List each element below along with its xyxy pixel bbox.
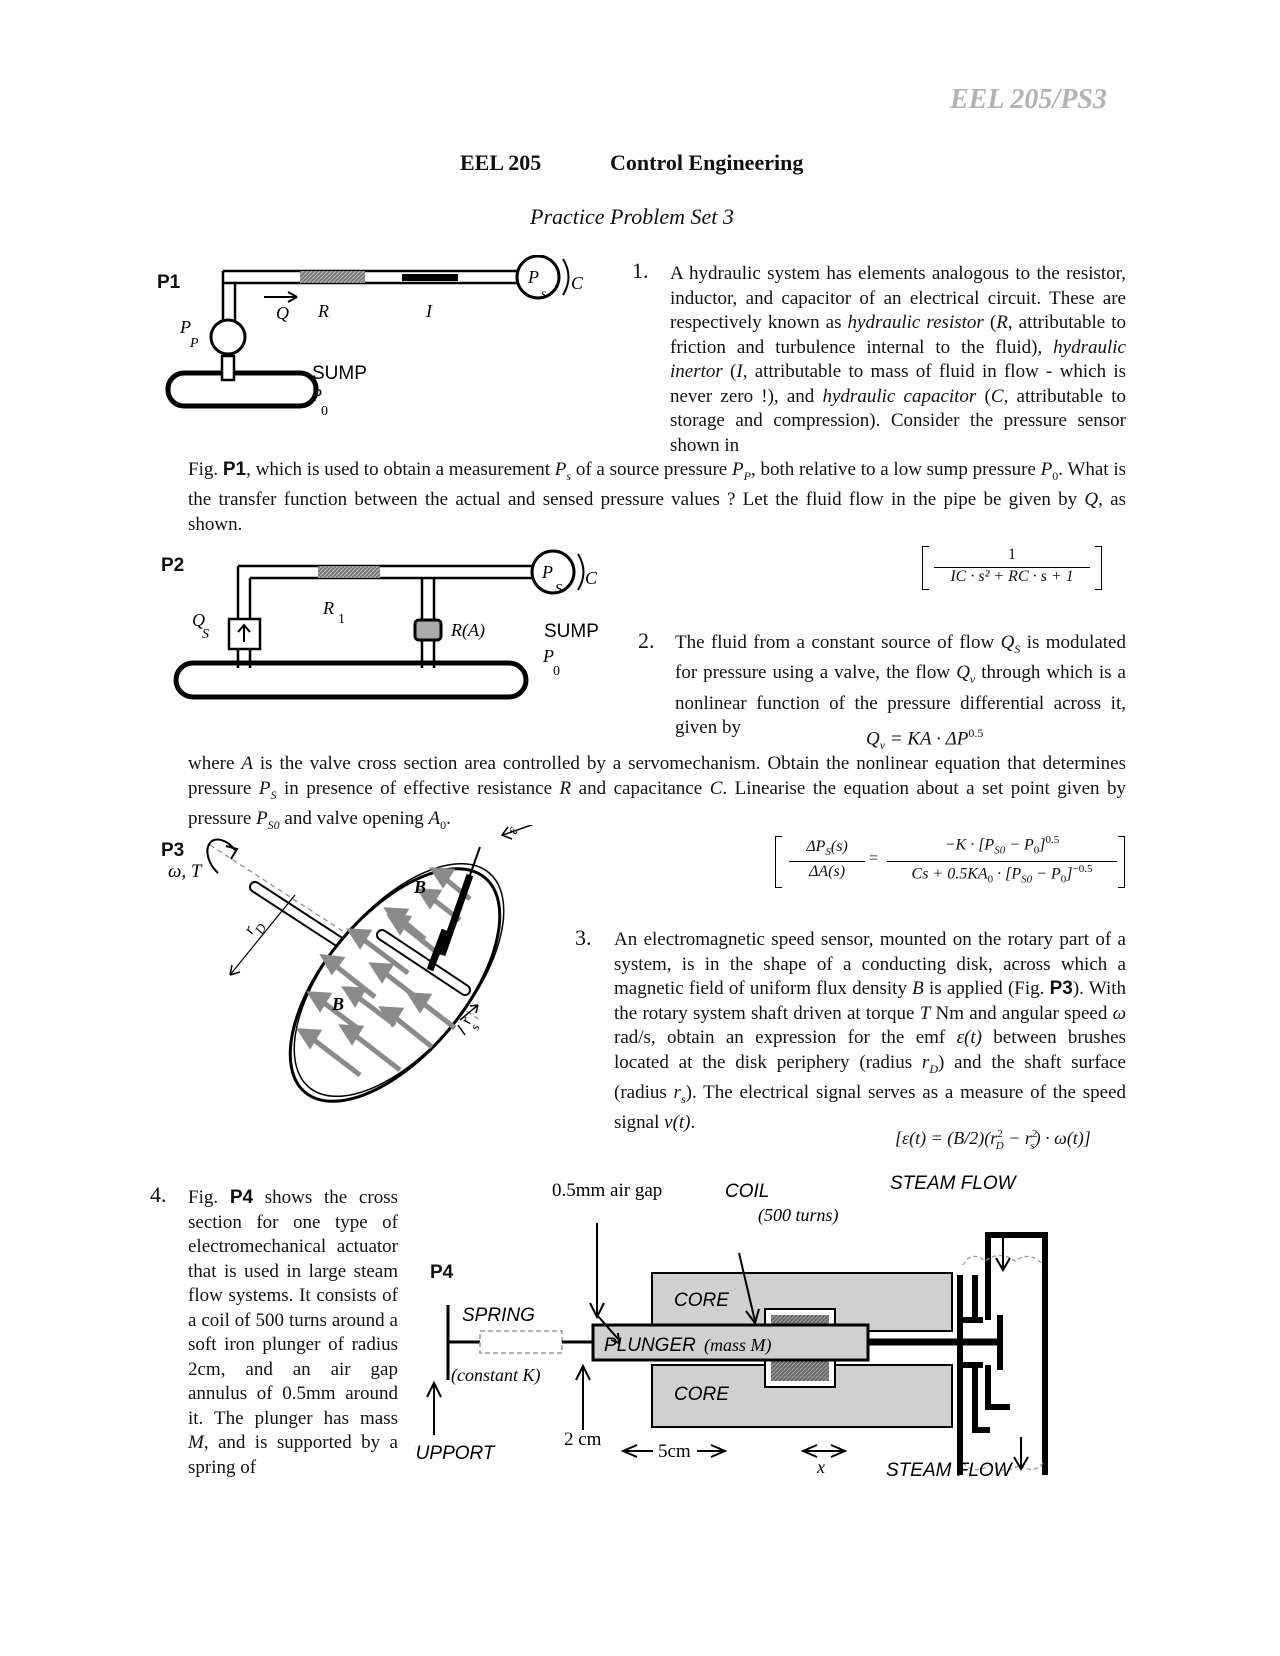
figure-p1-hydraulic-sensor: Q R I P s C P P SUMP P 0	[165, 255, 584, 419]
label-q: Q	[276, 303, 289, 323]
label-steam-top: STEAM FLOW	[890, 1175, 1018, 1194]
label-mass: (mass M)	[704, 1335, 772, 1356]
label-turns: (500 turns)	[758, 1205, 839, 1226]
answer-3: [ε(t) = (B/2)(r2D − r2s) · ω(t)]	[895, 1128, 1091, 1152]
problem-4-text: Fig. P4 shows the cross section for one …	[188, 1187, 398, 1478]
label-p0-sub: 0	[321, 404, 328, 419]
figure-p2-hydraulic-valve: R 1 R(A) Q S P S C SUMP P 0	[173, 549, 599, 700]
label-x: x	[816, 1457, 825, 1477]
label-omega-t: ω, T	[168, 861, 203, 882]
label-core-bottom: CORE	[674, 1384, 729, 1405]
problem-1-text-bottom: Fig. P1, which is used to obtain a measu…	[188, 459, 1126, 535]
figure-p3-speed-sensor-disk: ω, T B B r D r s ε	[168, 825, 534, 1103]
label-qs-sub: S	[202, 627, 209, 642]
label-b-bottom: B	[331, 994, 344, 1014]
label-core-top: CORE	[674, 1290, 729, 1311]
figure-label-p1: P1	[157, 272, 181, 293]
problem-1-text-top: A hydraulic system has elements analogou…	[670, 263, 1126, 456]
label-qs: Q	[192, 610, 205, 630]
answer-1-denominator: IC · s² + RC · s + 1	[950, 568, 1074, 585]
problem-number-4: 4.	[150, 1182, 167, 1207]
problem-3-text: An electromagnetic speed sensor, mounted…	[614, 929, 1127, 1134]
label-ps-sub: S	[555, 582, 562, 597]
answer-1-numerator: 1	[1008, 546, 1016, 563]
answer-2-lhs-num: ΔPS(s)	[806, 838, 848, 859]
label-i: I	[425, 301, 433, 321]
label-sump: SUMP	[544, 621, 599, 642]
label-air-gap: 0.5mm air gap	[552, 1180, 662, 1201]
label-ps-sub: s	[541, 287, 547, 302]
answer-2-lhs-den: ΔA(s)	[808, 863, 846, 880]
label-r1: R	[322, 598, 334, 618]
label-r: R	[317, 301, 329, 321]
answer-1: 1 IC · s² + RC · s + 1	[922, 544, 1102, 594]
answer-2-rhs-num: −K · [PS0 − P0]0.5	[944, 834, 1060, 857]
label-support: SUPPORT	[415, 1443, 496, 1464]
problem-2-text-top: The fluid from a constant source of flow…	[675, 632, 1126, 739]
label-constant: (constant K)	[451, 1365, 541, 1386]
label-ps: P	[541, 562, 553, 582]
figure-label-p3: P3	[161, 840, 185, 861]
label-p0: P	[310, 385, 322, 405]
label-spring: SPRING	[462, 1305, 535, 1326]
label-sump: SUMP	[312, 363, 367, 384]
label-2cm: 2 cm	[564, 1429, 602, 1450]
figure-label-p4: P4	[430, 1262, 454, 1283]
label-pp: P	[179, 317, 191, 337]
equation-2: Qv = KA · ΔP0.5	[866, 726, 984, 753]
label-c: C	[571, 273, 584, 293]
label-ps: P	[527, 267, 539, 287]
label-plunger: PLUNGER	[604, 1335, 696, 1356]
label-steam-bottom: STEAM FLOW	[886, 1460, 1014, 1481]
label-pp-sub: P	[189, 336, 199, 351]
label-r1-sub: 1	[338, 612, 345, 627]
problem-number-2: 2.	[638, 628, 655, 653]
answer-2-rhs-den: Cs + 0.5KA0 · [PS0 − P0]−0.5	[911, 863, 1093, 886]
label-ra: R(A)	[450, 620, 485, 641]
problem-number-1: 1.	[632, 258, 649, 283]
label-c: C	[585, 568, 598, 588]
course-title: Control Engineering	[610, 150, 804, 175]
figure-p4-actuator: 0.5mm air gap COIL (500 turns) STEAM FLO…	[415, 1175, 1048, 1481]
label-p0-sub: 0	[553, 664, 560, 679]
document-code: EEL 205/PS3	[950, 84, 1107, 115]
label-rs-sub: s	[467, 1022, 483, 1032]
label-b-top: B	[413, 877, 426, 897]
label-coil: COIL	[725, 1181, 769, 1202]
label-epsilon: ε	[504, 825, 522, 836]
label-p0: P	[542, 646, 554, 666]
answer-2: ΔPS(s) ΔA(s) = −K · [PS0 − P0]0.5 Cs + 0…	[775, 834, 1125, 890]
label-5cm: 5cm	[658, 1441, 691, 1462]
problem-set-subtitle: Practice Problem Set 3	[530, 204, 734, 229]
course-code: EEL 205	[460, 150, 542, 175]
problem-number-3: 3.	[575, 925, 592, 950]
figure-label-p2: P2	[161, 555, 185, 576]
problem-2-text-bottom: where A is the valve cross section area …	[188, 753, 1127, 832]
